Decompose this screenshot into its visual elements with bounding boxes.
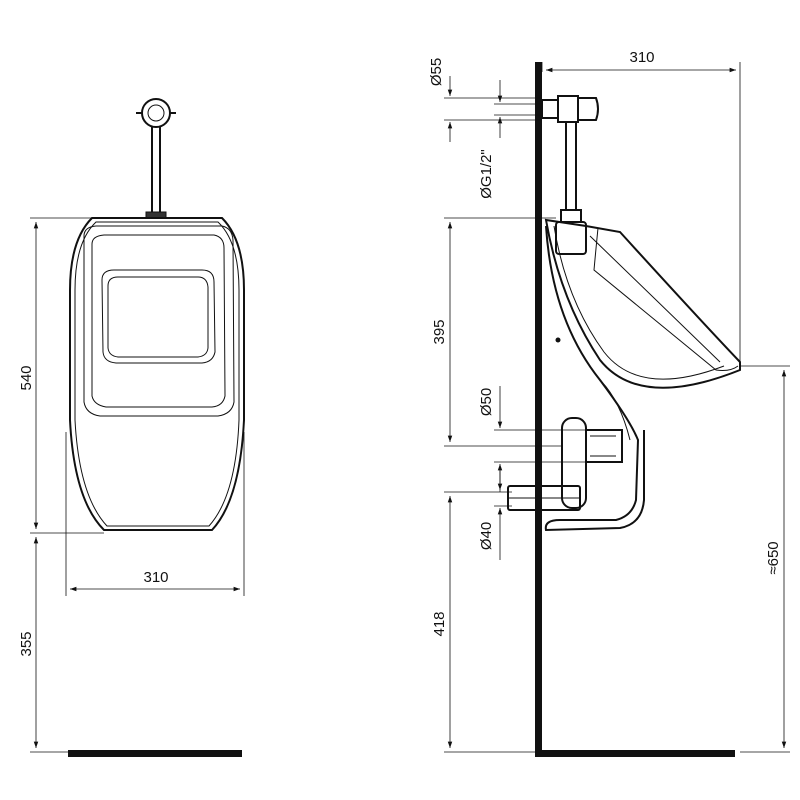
side-outlet-diameter-label: Ø50 xyxy=(478,388,495,416)
flush-valve-icon xyxy=(136,98,176,219)
front-width-label: 310 xyxy=(143,569,168,586)
front-view: 540 310 355 xyxy=(18,98,245,757)
side-depth-label: 310 xyxy=(629,49,654,66)
side-floor xyxy=(535,750,735,757)
wall xyxy=(535,62,542,754)
front-floor-height-label: 355 xyxy=(18,631,35,656)
front-floor xyxy=(68,750,242,757)
side-thread-label: ØG1/2" xyxy=(478,149,495,199)
side-rim-height-label: ≈650 xyxy=(765,541,782,574)
urinal-bowl-front xyxy=(69,217,245,531)
side-waste-diameter-label: Ø40 xyxy=(478,522,495,550)
side-inlet-outlet-label: 395 xyxy=(431,319,448,344)
urinal-bowl-side xyxy=(544,218,741,389)
side-inlet-diameter-label: Ø55 xyxy=(428,58,445,86)
side-view: 310 ≈650 Ø55 ØG1/2" 395 Ø50 Ø4 xyxy=(428,49,790,757)
side-waste-height-label: 418 xyxy=(431,611,448,636)
flush-valve-side-icon xyxy=(541,95,599,255)
front-height-label: 540 xyxy=(18,365,35,390)
